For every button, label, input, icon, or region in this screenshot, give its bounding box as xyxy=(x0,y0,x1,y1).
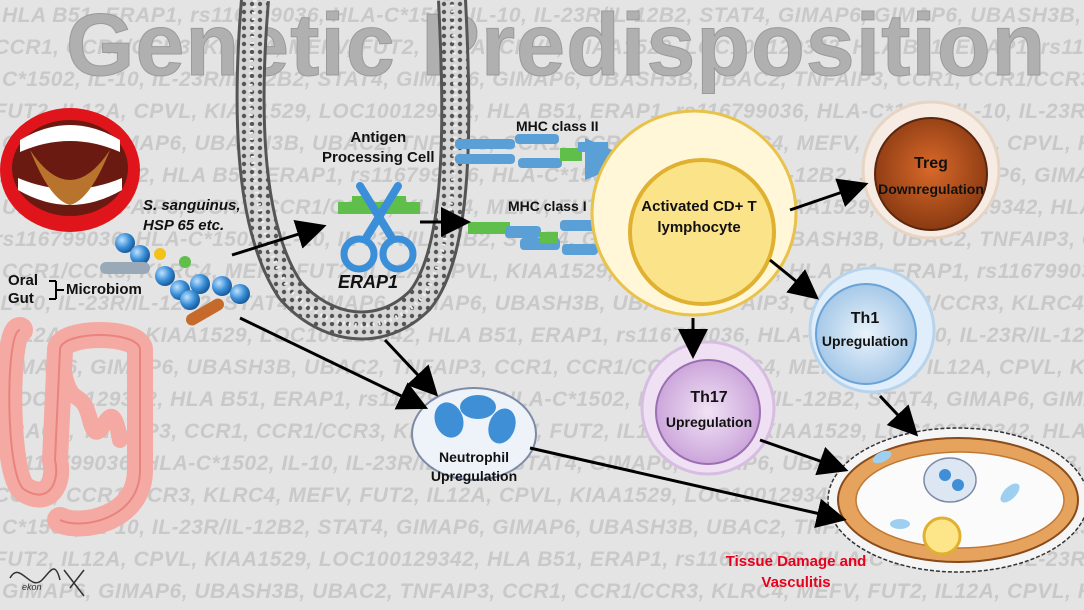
background-gene-line: GIMAP6, GIMAP6, UBASH3B, UBAC2, TNFAIP3,… xyxy=(2,580,1084,603)
background-gene-line: FUT2, IL12A, CPVL, KIAA1529, LOC10012934… xyxy=(0,100,1084,123)
erap1-label: ERAP1 xyxy=(338,272,399,292)
mhc-class-ii-receptor xyxy=(455,134,635,180)
background-gene-line: CCR1, CCR1/CCR3, KLRC4, MEFV, FUT2, IL12… xyxy=(0,484,1084,507)
treg-state-label: Downregulation xyxy=(878,181,984,197)
background-gene-line: HLA B51, ERAP1, rs116799036, HLA-C*1502,… xyxy=(2,4,1084,27)
arrow-neutrophil-to-vessel xyxy=(529,446,847,528)
gut-label: Gut xyxy=(8,290,34,307)
mouth-icon xyxy=(0,108,140,232)
th1-name-label: Th1 xyxy=(850,310,880,327)
oral-label: Oral xyxy=(8,272,39,289)
arrow-to-antigen-cell xyxy=(231,219,327,257)
signature-text: ekon xyxy=(22,582,42,592)
bacteria-label: S. sanguinus, HSP 65 etc. xyxy=(143,197,241,234)
mhc-class-ii-label: MHC class II xyxy=(516,118,599,134)
neutrophil-cell xyxy=(411,387,537,481)
scissors-icon xyxy=(338,182,420,273)
th17-cell xyxy=(640,340,776,476)
mhc-class-i-label: MHC class I xyxy=(508,198,587,214)
background-gene-line: C*1502, IL-10, IL-23R/IL-12B2, STAT4, GI… xyxy=(2,68,1084,91)
treg-name-label: Treg xyxy=(914,155,948,172)
arrow-th17-to-vessel xyxy=(759,438,849,476)
th17-state-label: Upregulation xyxy=(665,414,753,430)
microbiom-bracket xyxy=(49,280,64,300)
flow-arrows xyxy=(231,178,919,528)
outcome-label: Tissue Damage and Vasculitis xyxy=(725,553,867,591)
th17-name-label: Th17 xyxy=(690,389,728,406)
background-gene-line: CCR1, CCR1/CCR3, KLRC4, MEFV, FUT2, IL12… xyxy=(0,36,1084,59)
neutrophil-label: Neutrophil Upregulation xyxy=(430,449,518,484)
main-title: Genetic Predisposition xyxy=(65,0,1047,95)
activated-t-cell-label: Activated CD+ T lymphocyte xyxy=(641,198,757,236)
background-gene-line: UBAC2, TNFAIP3, CCR1, CCR1/CCR3, KLRC4, … xyxy=(0,420,1084,443)
signature-mark xyxy=(9,568,85,597)
th1-state-label: Upregulation xyxy=(821,333,909,349)
background-gene-line: LOC100129342, HLA B51, ERAP1, rs11679903… xyxy=(0,164,1084,187)
microbiom-label: Microbiom xyxy=(66,281,142,298)
background-gene-line: GIMAP6, GIMAP6, UBASH3B, UBAC2, TNFAIP3,… xyxy=(0,356,1084,379)
intestine-icon xyxy=(0,317,153,537)
arrow-to-neutrophil-from-microbiom xyxy=(239,316,429,410)
treg-cell xyxy=(861,100,1001,240)
cell-membrane xyxy=(235,0,471,341)
activated-t-cell xyxy=(590,109,798,317)
background-gene-line: FUT2, IL12A, CPVL, KIAA1529, LOC10012934… xyxy=(0,548,1084,571)
blood-vessel xyxy=(827,427,1084,573)
arrow-to-th1 xyxy=(769,258,819,300)
arrow-to-treg xyxy=(789,178,869,212)
th1-cell xyxy=(808,266,936,394)
antigen-cell-label: Antigen Processing Cell xyxy=(322,129,435,166)
background-gene-line: LOC100129342, HLA B51, ERAP1, rs11679903… xyxy=(2,388,1084,411)
arrow-th1-to-vessel xyxy=(878,394,919,437)
arrow-to-neutrophil-from-apc xyxy=(383,338,439,397)
background-gene-line: C*1502, IL-10, IL-23R/IL-12B2, STAT4, GI… xyxy=(2,516,1084,539)
bacteria-cluster xyxy=(100,233,250,326)
